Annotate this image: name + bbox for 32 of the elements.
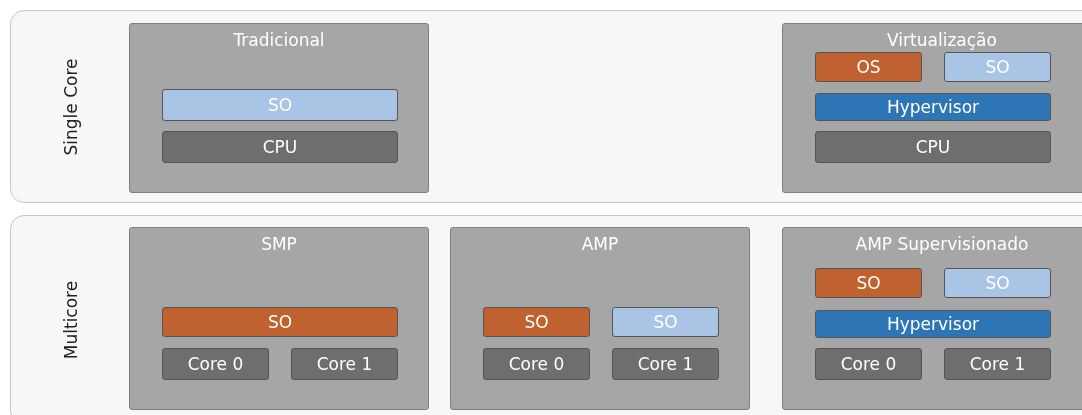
layer-box: Core 1 [944, 348, 1051, 380]
panel-title: SMP [260, 234, 298, 254]
layer-box: SO [162, 307, 398, 337]
layer-box: Hypervisor [815, 93, 1051, 121]
group-panel [782, 23, 1082, 193]
layer-box: SO [483, 307, 590, 337]
panel-title: AMP Supervisionado [854, 234, 1030, 254]
layer-box: Core 0 [815, 348, 922, 380]
layer-box: CPU [162, 131, 398, 163]
layer-box: SO [815, 268, 922, 298]
panel-title: AMP [580, 234, 620, 254]
row-band [10, 10, 1082, 203]
layer-box: SO [944, 52, 1051, 82]
group-panel [129, 23, 429, 193]
layer-box: Core 1 [291, 348, 398, 380]
group-panel [782, 227, 1082, 410]
layer-box: SO [612, 307, 719, 337]
group-panel [450, 227, 750, 410]
layer-box: OS [815, 52, 922, 82]
group-panel [129, 227, 429, 410]
layer-box: SO [944, 268, 1051, 298]
layer-box: Hypervisor [815, 310, 1051, 338]
row-label: Single Core [60, 57, 82, 157]
layer-box: Core 0 [483, 348, 590, 380]
layer-box: SO [162, 89, 398, 121]
panel-title: Tradicional [232, 30, 326, 50]
layer-box: Core 1 [612, 348, 719, 380]
layer-box: Core 0 [162, 348, 269, 380]
row-band [10, 215, 1082, 415]
row-label: Multicore [60, 279, 82, 362]
layer-box: CPU [815, 131, 1051, 163]
panel-title: Virtualização [886, 30, 998, 50]
